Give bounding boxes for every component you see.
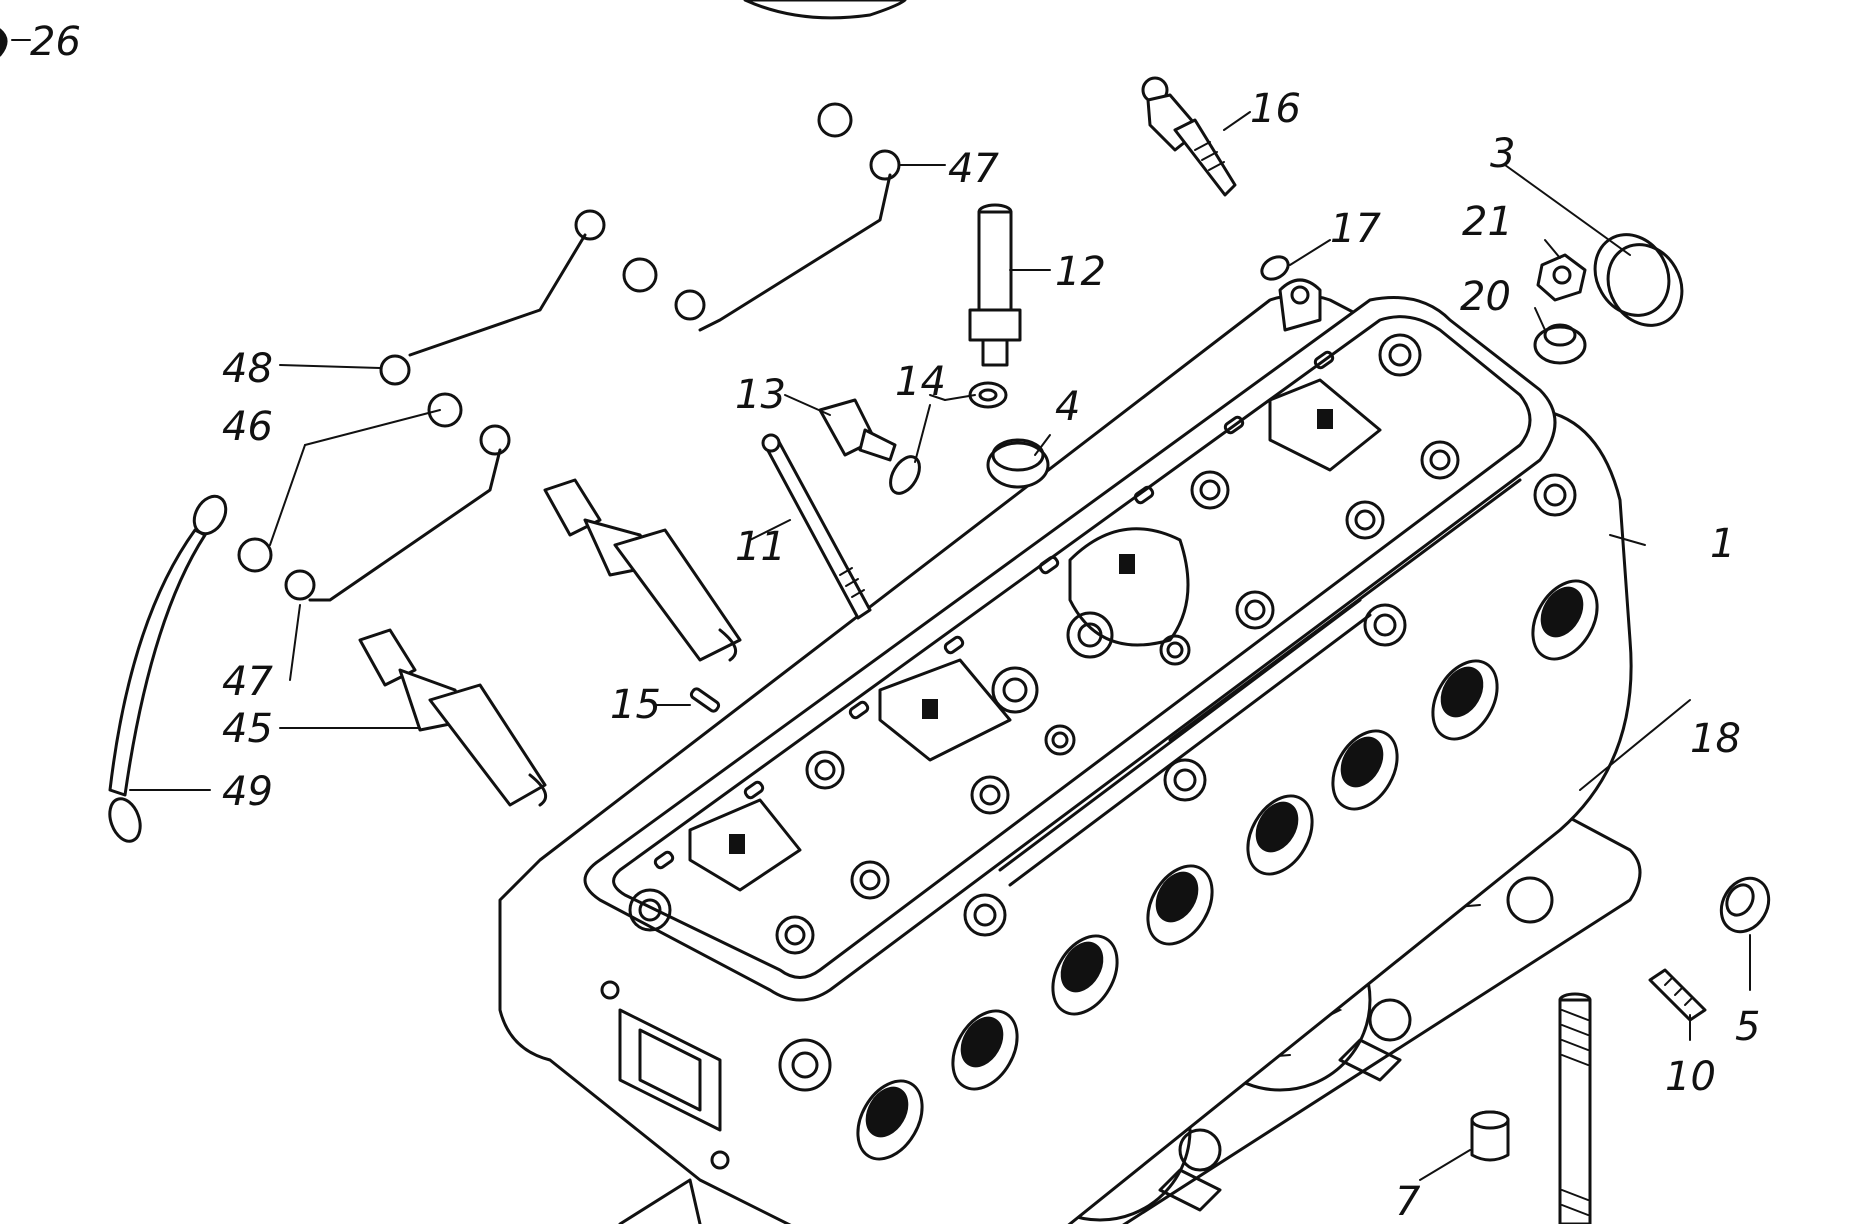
strap-part-49 xyxy=(108,494,228,843)
injector-upper xyxy=(543,478,742,662)
head-deck-holes xyxy=(628,333,1577,955)
callout-11: 11 xyxy=(735,524,786,570)
callout-47-lower: 47 xyxy=(222,659,273,705)
pipe-part-47-upper xyxy=(622,102,901,332)
callout-26: 26 xyxy=(30,19,81,65)
callout-17: 17 xyxy=(1330,206,1381,252)
callout-48: 48 xyxy=(222,346,273,392)
cap-part-3 xyxy=(1593,233,1684,327)
head-side-ports xyxy=(856,579,1599,1161)
callout-12: 12 xyxy=(1055,249,1106,295)
washer-part-17 xyxy=(1260,255,1290,281)
callout-15: 15 xyxy=(610,682,661,728)
stud-part-12 xyxy=(968,203,1022,367)
callout-1: 1 xyxy=(1710,521,1735,567)
callout-10: 10 xyxy=(1665,1054,1716,1100)
fitting-part-13 xyxy=(818,398,897,462)
seal-part-4 xyxy=(986,438,1050,489)
bottom-part-fragment xyxy=(618,1178,702,1224)
washer-part-14b xyxy=(889,455,921,495)
sensor-part-16 xyxy=(1141,76,1237,197)
callout-45: 45 xyxy=(222,706,273,752)
callout-14: 14 xyxy=(895,359,946,405)
callout-5: 5 xyxy=(1735,1004,1760,1050)
callout-7: 7 xyxy=(1395,1179,1421,1224)
long-head-bolt xyxy=(1558,992,1592,1224)
pipe-part-48 xyxy=(379,209,606,386)
bushing-part-20 xyxy=(1533,323,1587,365)
nut-part-21 xyxy=(1536,253,1587,302)
top-round-part-fragment xyxy=(743,0,907,20)
dowel-part-7 xyxy=(1470,1110,1510,1162)
callout-3: 3 xyxy=(1490,131,1515,177)
glow-plug-part-45 xyxy=(358,628,548,807)
callout-16: 16 xyxy=(1250,86,1301,132)
callout-47-upper: 47 xyxy=(948,146,999,192)
callout-13: 13 xyxy=(735,372,786,418)
rod-part-11 xyxy=(761,433,872,620)
callout-18: 18 xyxy=(1690,716,1741,762)
callout-49: 49 xyxy=(222,769,273,815)
callout-20: 20 xyxy=(1460,274,1511,320)
leader-lines xyxy=(11,39,1751,1181)
washer-part-5 xyxy=(1719,876,1771,934)
callout-21: 21 xyxy=(1462,199,1513,245)
callout-46: 46 xyxy=(222,404,273,450)
pin-part-15 xyxy=(689,687,721,713)
stud-part-10 xyxy=(1648,968,1707,1022)
pipe-part-46-47-lower xyxy=(237,392,511,602)
part-26-fragment xyxy=(0,28,8,57)
cylinder-head-part-1 xyxy=(498,278,1633,1224)
callout-4: 4 xyxy=(1055,384,1080,430)
